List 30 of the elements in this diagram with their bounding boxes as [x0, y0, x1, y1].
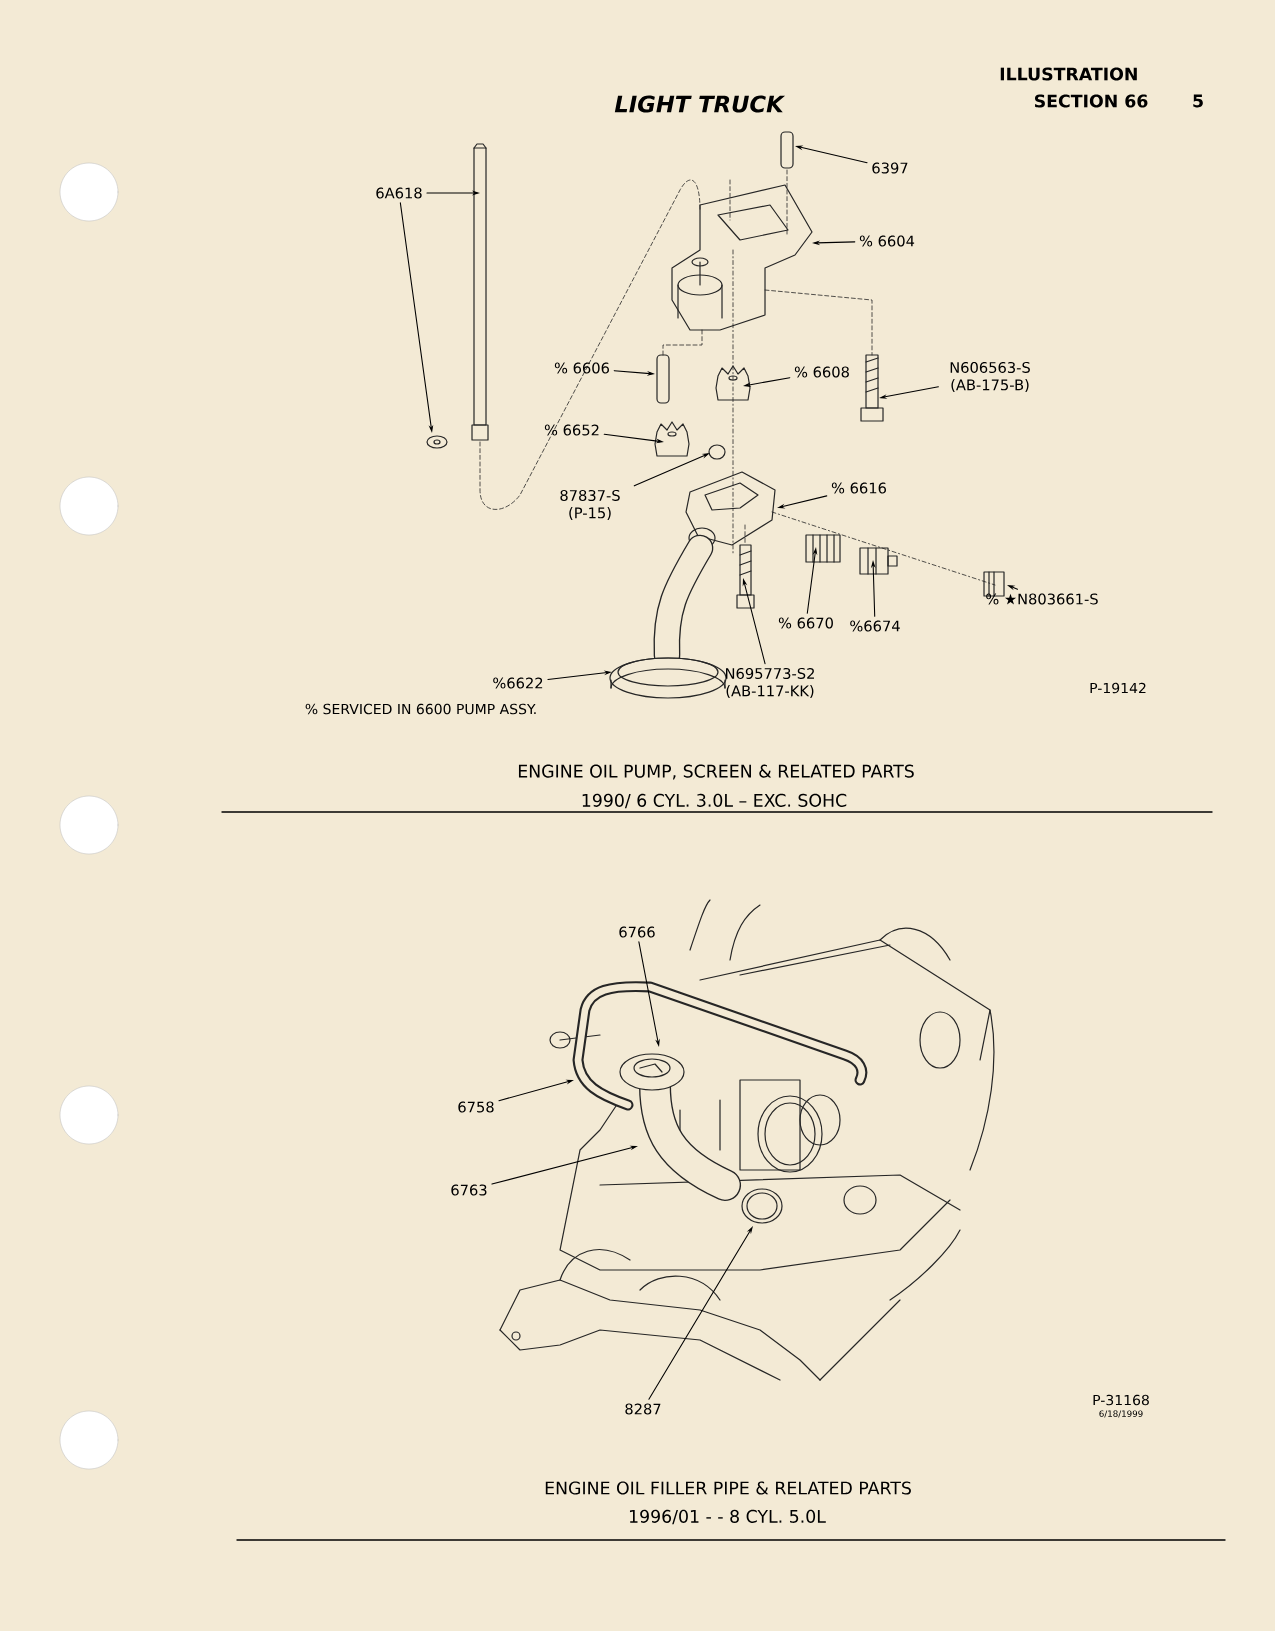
caption-text: 1990/ 6 CYL. 3.0L – EXC. SOHC	[582, 793, 847, 809]
part-number-label: %6674	[850, 620, 900, 632]
note-text: 6/18/1999	[1099, 1410, 1143, 1418]
note-text: P-19142	[1090, 682, 1146, 694]
part-number-label: 6763	[451, 1184, 487, 1196]
header-text: 5	[1193, 94, 1203, 108]
part-number-label: % 6608	[794, 366, 849, 378]
caption-text: 1996/01 - - 8 CYL. 5.0L	[629, 1509, 826, 1525]
page-title: LIGHT TRUCK	[614, 95, 786, 113]
part-number-label: 87837-S (P-15)	[560, 489, 620, 521]
part-number-label: 8287	[625, 1403, 661, 1415]
header-text: ILLUSTRATION	[1000, 67, 1137, 81]
part-number-label: 6A618	[376, 187, 422, 199]
part-number-label: % ★N803661-S	[986, 593, 1098, 605]
header-text: SECTION 66	[1034, 94, 1148, 108]
part-number-label: % 6606	[554, 362, 609, 374]
part-number-label: 6397	[872, 162, 908, 174]
part-number-label: N695773-S2 (AB-117-KK)	[726, 667, 814, 699]
part-number-label: % 6670	[778, 617, 833, 629]
caption-text: ENGINE OIL PUMP, SCREEN & RELATED PARTS	[518, 764, 914, 780]
caption-text: ENGINE OIL FILLER PIPE & RELATED PARTS	[545, 1481, 911, 1495]
part-number-label: 6758	[458, 1101, 494, 1113]
part-number-label: N606563-S (AB-175-B)	[950, 361, 1030, 393]
part-number-label: % 6604	[859, 235, 915, 247]
part-number-label: %6622	[493, 677, 543, 689]
part-number-label: % 6652	[544, 424, 599, 436]
note-text: % SERVICED IN 6600 PUMP ASSY.	[305, 703, 536, 715]
part-number-label: 6766	[619, 926, 655, 938]
note-text: P-31168	[1093, 1394, 1149, 1406]
part-number-label: % 6616	[831, 482, 886, 494]
